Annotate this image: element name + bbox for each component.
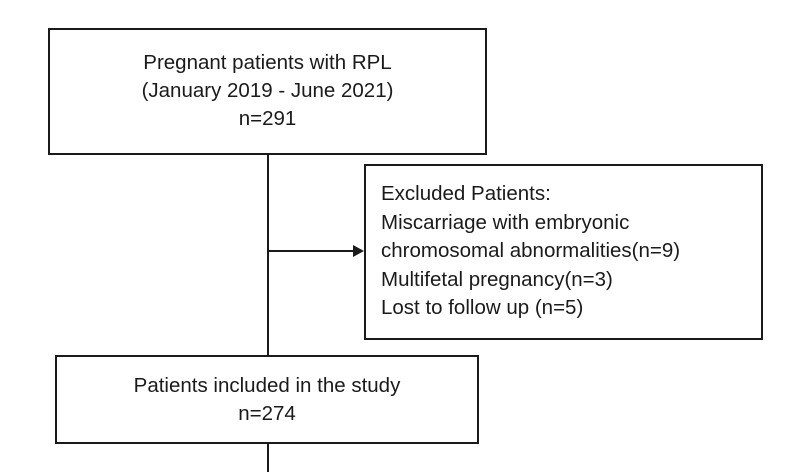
enrollment-date-range: (January 2019 - June 2021) [141, 78, 394, 102]
excluded-heading: Excluded Patients: [381, 182, 551, 205]
excluded-box: Excluded Patients: Miscarriage with embr… [364, 164, 763, 340]
excluded-reason-multifetal: Multifetal pregnancy(n=3) [381, 267, 613, 291]
arrow-right-icon [353, 245, 364, 257]
excluded-reason-miscarriage-line2: chromosomal abnormalities(n=9) [381, 239, 681, 263]
included-count: n=274 [238, 401, 296, 425]
enrollment-count: n=291 [238, 106, 297, 130]
enrollment-box: Pregnant patients with RPL (January 2019… [48, 28, 487, 155]
excluded-reason-lost-followup: Lost to follow up (n=5) [381, 296, 584, 320]
connector-vertical-upper [267, 155, 269, 355]
included-title: Patients included in the study [133, 373, 401, 397]
excluded-reason-miscarriage-line1: Miscarriage with embryonic [381, 210, 630, 234]
enrollment-title: Pregnant patients with RPL [143, 50, 392, 74]
included-box: Patients included in the study n=274 [55, 355, 479, 444]
connector-vertical-lower [267, 444, 269, 472]
connector-to-excluded [268, 250, 354, 252]
